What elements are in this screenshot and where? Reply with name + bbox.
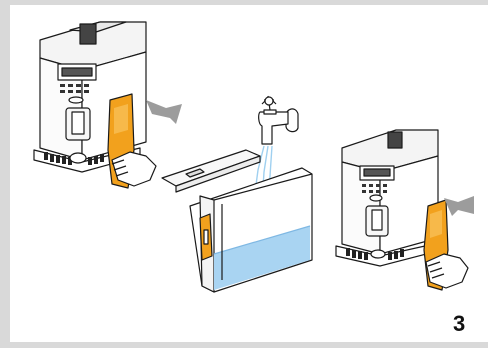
coffee-machine-left-icon: [34, 22, 156, 188]
step-number: 3: [453, 311, 465, 337]
coffee-machine-right-icon: [336, 130, 468, 290]
water-tank-icon: [162, 150, 312, 292]
faucet-icon: [259, 96, 298, 144]
arrow-right-icon: [444, 196, 474, 216]
arrow-left-icon: [146, 100, 182, 124]
